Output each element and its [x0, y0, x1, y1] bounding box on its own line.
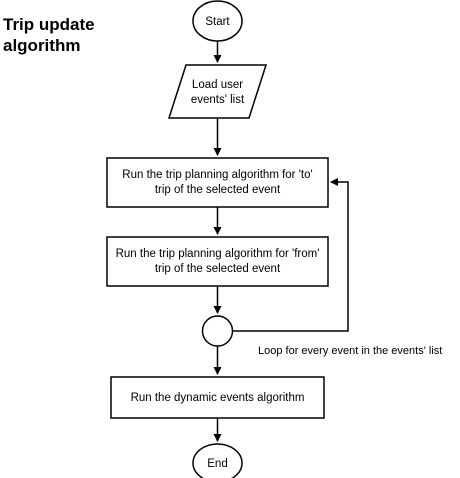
end-label: End — [207, 458, 227, 470]
title-line-2: algorithm — [3, 36, 81, 55]
load-events-line-1: Load user — [192, 79, 243, 91]
loop-connector-node — [201, 315, 234, 347]
loop-back-arrow — [232, 178, 349, 332]
title-line-1: Trip update — [3, 15, 95, 34]
to-trip-process-node: Run the trip planning algorithm for 'to'… — [106, 157, 329, 208]
start-label: Start — [205, 16, 230, 28]
loop-label: Loop for every event in the events' list — [258, 345, 442, 357]
to-trip-line-1: Run the trip planning algorithm for 'to' — [122, 169, 312, 181]
diagram-title: Trip update algorithm — [3, 14, 163, 56]
from-trip-line-1: Run the trip planning algorithm for 'fro… — [116, 248, 320, 260]
from-trip-process-node: Run the trip planning algorithm for 'fro… — [106, 236, 329, 287]
dynamic-events-label: Run the dynamic events algorithm — [131, 392, 305, 404]
end-node: End — [192, 443, 243, 478]
load-events-line-2: events' list — [191, 94, 245, 106]
load-events-node: Load user events' list — [167, 64, 268, 119]
to-trip-line-2: trip of the selected event — [155, 184, 281, 196]
dynamic-events-process-node: Run the dynamic events algorithm — [110, 376, 325, 419]
start-node: Start — [192, 0, 243, 42]
from-trip-line-2: trip of the selected event — [155, 263, 281, 275]
